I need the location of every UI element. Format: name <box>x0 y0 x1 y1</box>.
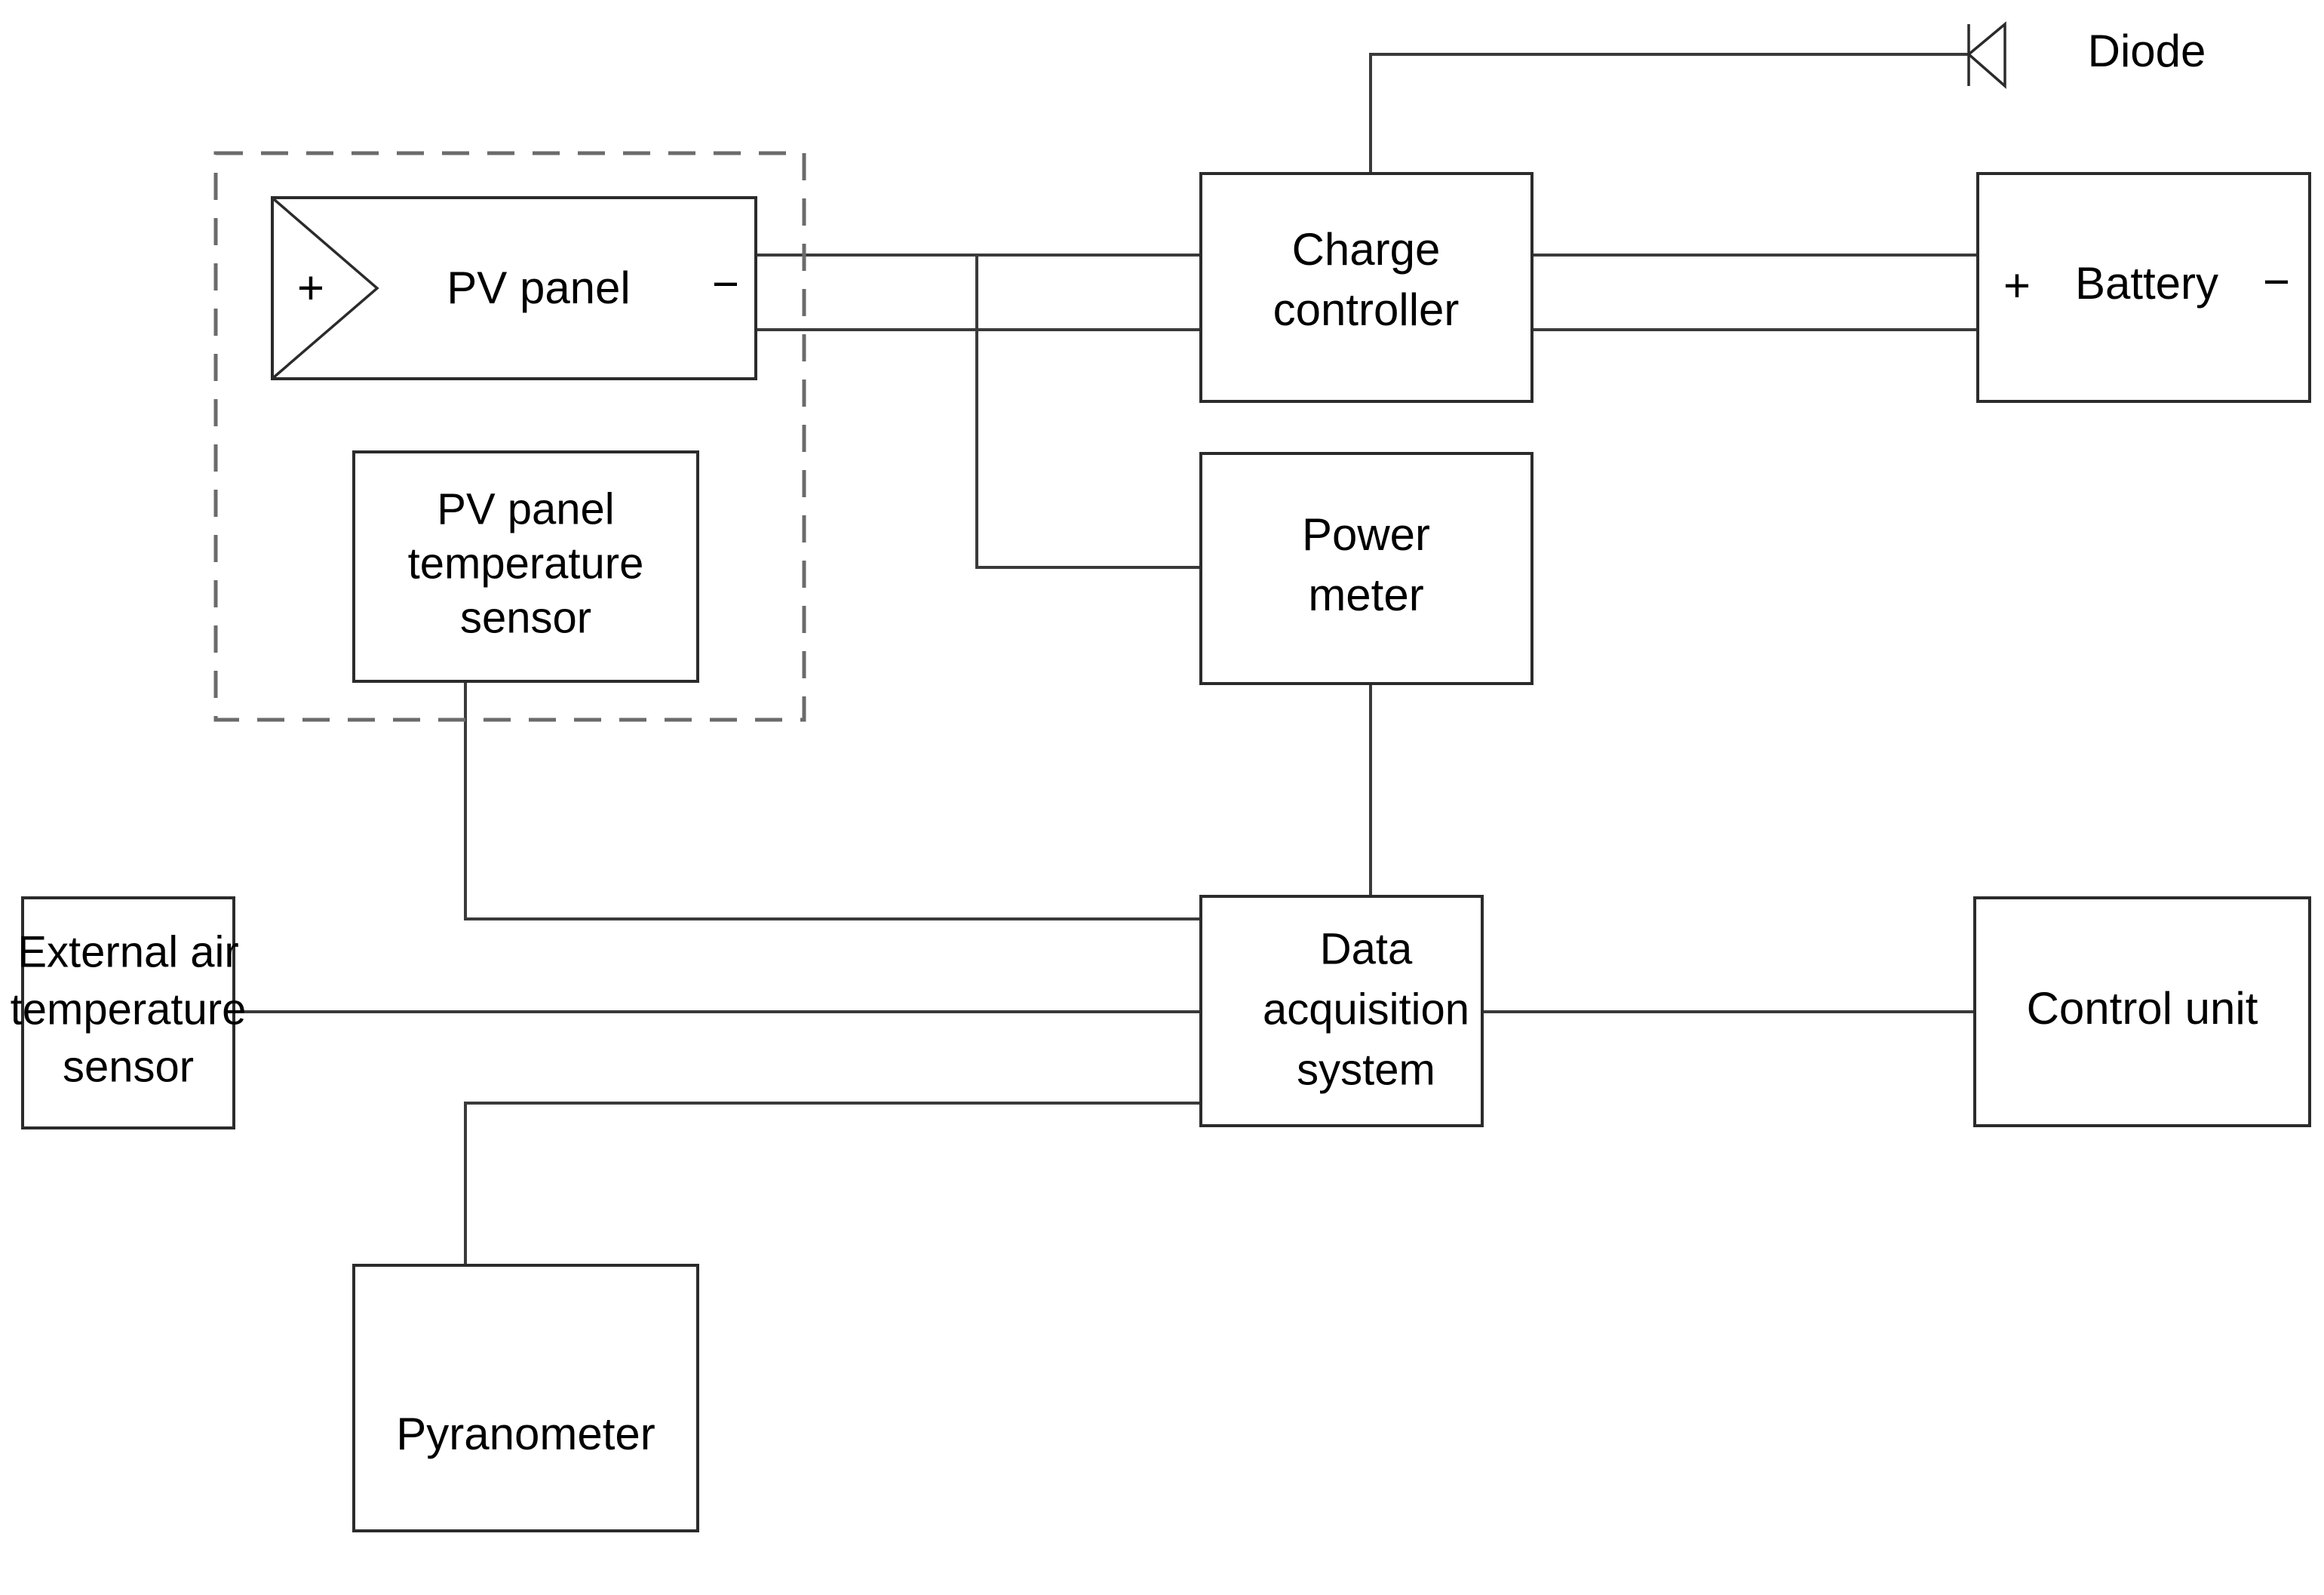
pyranometer-block[interactable]: Pyranometer <box>352 1264 699 1532</box>
daq-label-line3: system <box>1297 1045 1435 1094</box>
control-unit-box[interactable] <box>1973 896 2311 1127</box>
pv-panel-plus-sign: + <box>297 262 324 314</box>
pv-panel-box[interactable] <box>271 196 757 380</box>
diode-icon <box>1966 21 2006 89</box>
battery-label: Battery <box>2075 258 2218 309</box>
charge-controller-label-line1: Charge <box>1292 224 1441 275</box>
pv-temp-sensor-label-line2: temperature <box>408 539 644 588</box>
control-unit-block[interactable]: Control unit <box>1973 896 2311 1127</box>
battery-box[interactable] <box>1976 172 2311 403</box>
power-meter-box[interactable] <box>1199 452 1533 685</box>
daq-label-line2: acquisition <box>1263 985 1469 1034</box>
pv-panel-minus-sign: − <box>712 258 739 310</box>
battery-minus-sign: − <box>2263 256 2290 308</box>
pyranometer-label: Pyranometer <box>396 1409 655 1459</box>
battery-block[interactable]: + Battery − <box>1976 172 2311 403</box>
power-meter-label-line2: meter <box>1308 570 1423 620</box>
diode-label: Diode <box>2088 26 2206 76</box>
air-temp-sensor-label-line1: External air <box>17 927 238 976</box>
pv-temp-sensor-label-line3: sensor <box>460 593 591 642</box>
wires-group <box>234 53 1978 1265</box>
wire-pyranometer-to-daq <box>464 1102 1201 1265</box>
external-air-temperature-sensor-box[interactable] <box>21 896 235 1129</box>
pv-panel-block[interactable]: + PV panel − <box>271 196 757 380</box>
charge-controller-box[interactable] <box>1199 172 1533 403</box>
control-unit-label: Control unit <box>2027 983 2258 1034</box>
air-temp-sensor-label-line3: sensor <box>63 1042 194 1091</box>
pyranometer-box[interactable] <box>352 1264 699 1532</box>
power-meter-block[interactable]: Power meter <box>1199 452 1533 685</box>
pv-assembly-dashed-enclosure <box>213 151 806 722</box>
pv-panel-temperature-sensor-block[interactable]: PV panel temperature sensor <box>352 450 699 683</box>
daq-label-line1: Data <box>1320 924 1413 973</box>
pv-panel-label: PV panel <box>447 263 631 313</box>
data-acquisition-system-block[interactable]: Data acquisition system <box>1199 895 1484 1127</box>
pv-panel-temperature-sensor-box[interactable] <box>352 450 699 683</box>
external-air-temperature-sensor-block[interactable]: External air temperature sensor <box>11 896 247 1129</box>
charge-controller-label-line2: controller <box>1273 284 1460 335</box>
data-acquisition-system-box[interactable] <box>1199 895 1484 1127</box>
battery-plus-sign: + <box>2003 260 2031 312</box>
pv-temp-sensor-label-line1: PV panel <box>437 484 614 533</box>
charge-controller-block[interactable]: Charge controller <box>1199 172 1533 403</box>
wire-pv-temp-sensor-to-daq <box>464 681 1201 920</box>
wire-charge-controller-to-diode <box>1369 53 1969 174</box>
air-temp-sensor-label-line2: temperature <box>11 985 247 1034</box>
pv-source-triangle-icon <box>272 198 379 379</box>
power-meter-label-line1: Power <box>1302 509 1430 560</box>
wire-pv-branch-to-power-meter <box>975 255 1201 569</box>
